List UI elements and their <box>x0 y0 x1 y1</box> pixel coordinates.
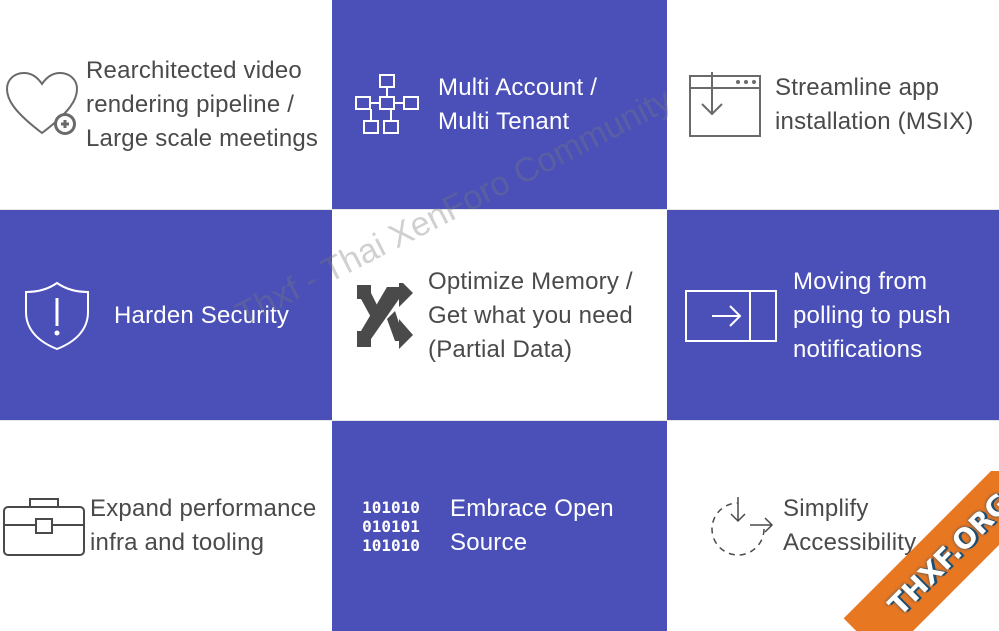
tile-push: Moving from polling to push notification… <box>667 210 999 421</box>
arrow-panel-icon <box>683 288 779 344</box>
org-chart-icon <box>352 70 422 140</box>
install-window-icon <box>687 69 763 141</box>
tile-multi-account: Multi Account / Multi Tenant <box>332 0 667 210</box>
tile-label: Embrace Open Source <box>450 495 614 556</box>
heart-plus-icon <box>2 65 82 145</box>
tile-video-rendering: Rearchitected video rendering pipeline /… <box>0 0 332 210</box>
tile-label: Harden Security <box>114 301 290 329</box>
shuffle-arrows-icon <box>350 281 420 351</box>
tile-security: Harden Security <box>0 210 332 421</box>
tile-label: Optimize Memory / Get what you need (Par… <box>428 267 633 363</box>
binary-code-icon: 101010 010101 101010 <box>356 498 426 555</box>
binary-row: 101010 <box>362 535 420 555</box>
tile-label: Multi Account / Multi Tenant <box>438 74 598 135</box>
tile-label: Rearchitected video rendering pipeline /… <box>86 57 319 152</box>
binary-row: 010101 <box>362 516 420 536</box>
tile-label: Moving from polling to push notification… <box>793 267 951 363</box>
binary-row: 101010 <box>362 497 420 517</box>
corner-badge: THXF.ORG <box>843 471 999 631</box>
grid-divider <box>0 420 999 421</box>
tile-label: Expand performance infra and tooling <box>90 495 317 556</box>
tile-label: Streamline app installation (MSIX) <box>775 74 974 135</box>
tile-memory: Optimize Memory / Get what you need (Par… <box>332 210 667 421</box>
tile-msix: Streamline app installation (MSIX) <box>667 0 999 210</box>
toolbox-icon <box>2 494 86 558</box>
tile-opensource: 101010 010101 101010 Embrace Open Source <box>332 421 667 631</box>
timer-arrow-icon <box>703 490 775 562</box>
shield-alert-icon <box>22 280 92 352</box>
tile-label: Simplify Accessibility <box>783 495 917 556</box>
corner-badge-wrapper: THXF.ORG <box>839 471 999 631</box>
badge-text: THXF.ORG <box>881 486 999 622</box>
tile-perf: Expand performance infra and tooling <box>0 421 332 631</box>
grid-divider <box>0 209 999 210</box>
